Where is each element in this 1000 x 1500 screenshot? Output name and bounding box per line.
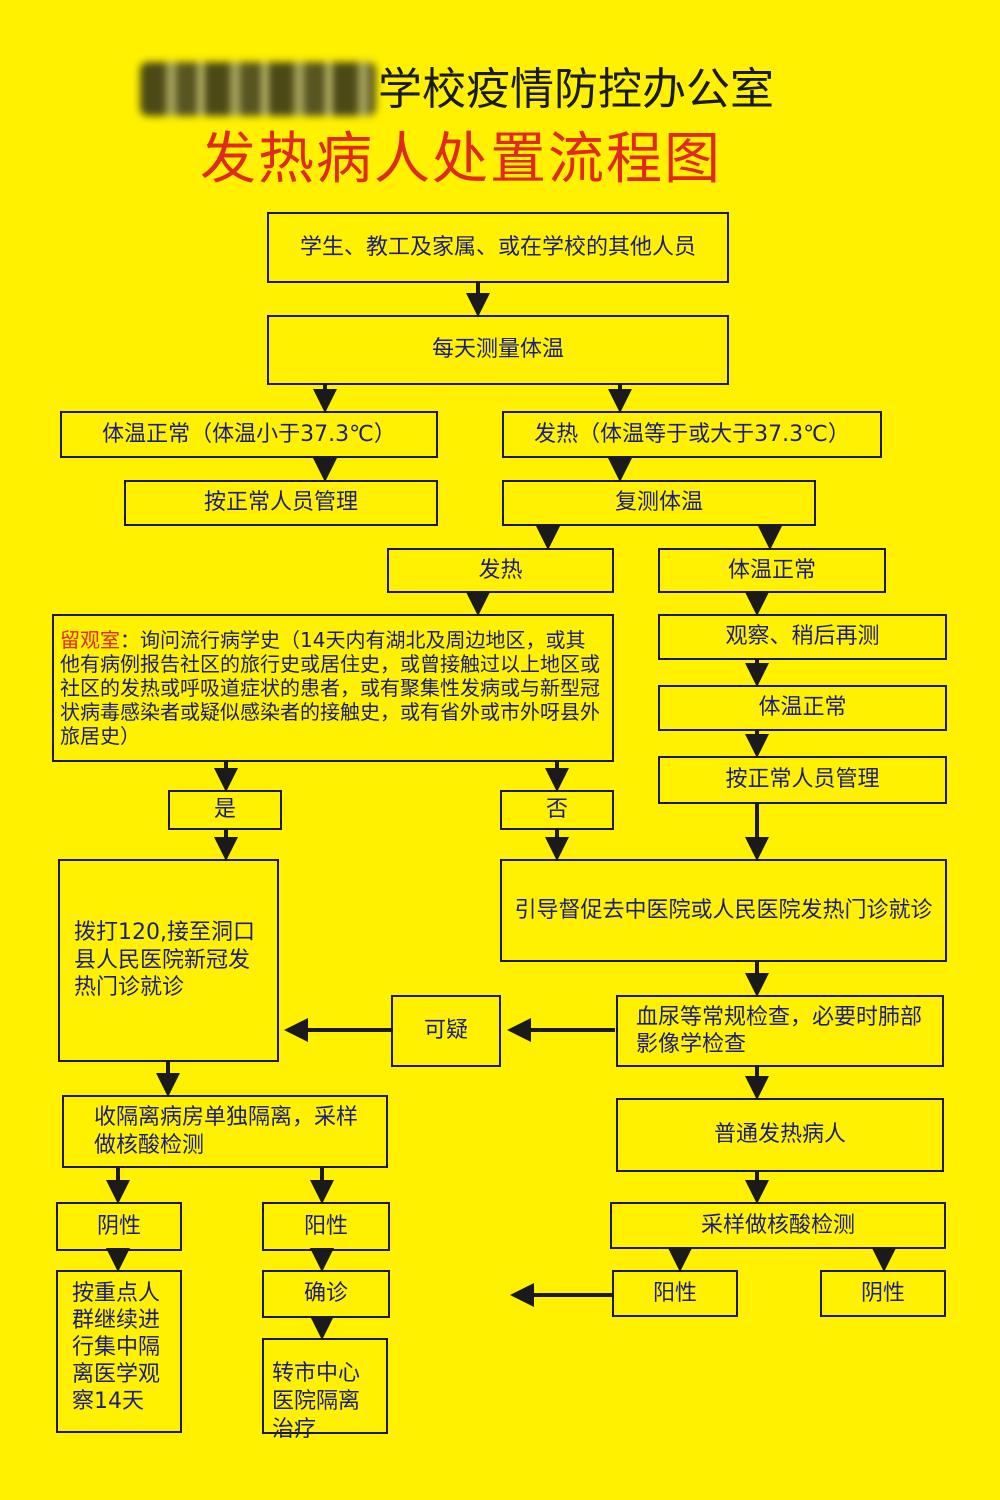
node-fever-2: 发热 (387, 548, 614, 593)
node-normal-manage-1: 按正常人员管理 (124, 480, 438, 526)
node-observe-retest: 观察、稍后再测 (658, 614, 947, 660)
title-blurred-prefix (140, 62, 376, 116)
node-suspicious: 可疑 (391, 995, 501, 1067)
node-normal-manage-2: 按正常人员管理 (658, 756, 947, 804)
page-subtitle: 发热病人处置流程图 (200, 127, 722, 192)
node-temp-normal-2: 体温正常 (658, 548, 886, 593)
node-fever: 发热（体温等于或大于37.3℃） (502, 411, 882, 458)
node-negative-1: 阴性 (56, 1202, 182, 1251)
node-negative-2: 阴性 (820, 1270, 946, 1317)
node-positive-2: 阳性 (612, 1270, 738, 1317)
node-observation-room: 留观室：询问流行病学史（14天内有湖北及周边地区，或其他有病例报告社区的旅行史或… (52, 614, 614, 762)
node-confirmed: 确诊 (262, 1270, 390, 1318)
node-key-group-isolation: 按重点人群继续进行集中隔离医学观察14天 (56, 1270, 182, 1433)
node-temp-normal: 体温正常（体温小于37.3℃） (60, 411, 438, 458)
node-nucleic-test: 采样做核酸检测 (610, 1202, 946, 1249)
node-blood-test: 血尿等常规检查，必要时肺部影像学检查 (616, 995, 944, 1067)
node-no: 否 (500, 790, 614, 830)
node-retest: 复测体温 (502, 480, 816, 526)
node-temp-normal-3: 体温正常 (658, 685, 947, 731)
node-positive-1: 阳性 (262, 1202, 390, 1251)
node-transfer: 转市中心医院隔离治疗 (262, 1338, 388, 1442)
page-title: 学校疫情防控办公室 (378, 64, 774, 115)
node-isolate: 收隔离病房单独隔离，采样做核酸检测 (62, 1095, 388, 1168)
node-common-fever: 普通发热病人 (616, 1098, 944, 1172)
node-measure-temperature: 每天测量体温 (267, 315, 729, 385)
observation-room-text: ：询问流行病学史（14天内有湖北及周边地区，或其他有病例报告社区的旅行史或居住史… (60, 628, 600, 748)
node-guide-hospital: 引导督促去中医院或人民医院发热门诊就诊 (500, 859, 947, 962)
node-call-120: 拨打120,接至洞口县人民医院新冠发热门诊就诊 (58, 859, 279, 1062)
observation-room-label: 留观室 (60, 628, 120, 652)
node-yes: 是 (168, 790, 282, 830)
node-start: 学生、教工及家属、或在学校的其他人员 (267, 212, 729, 283)
